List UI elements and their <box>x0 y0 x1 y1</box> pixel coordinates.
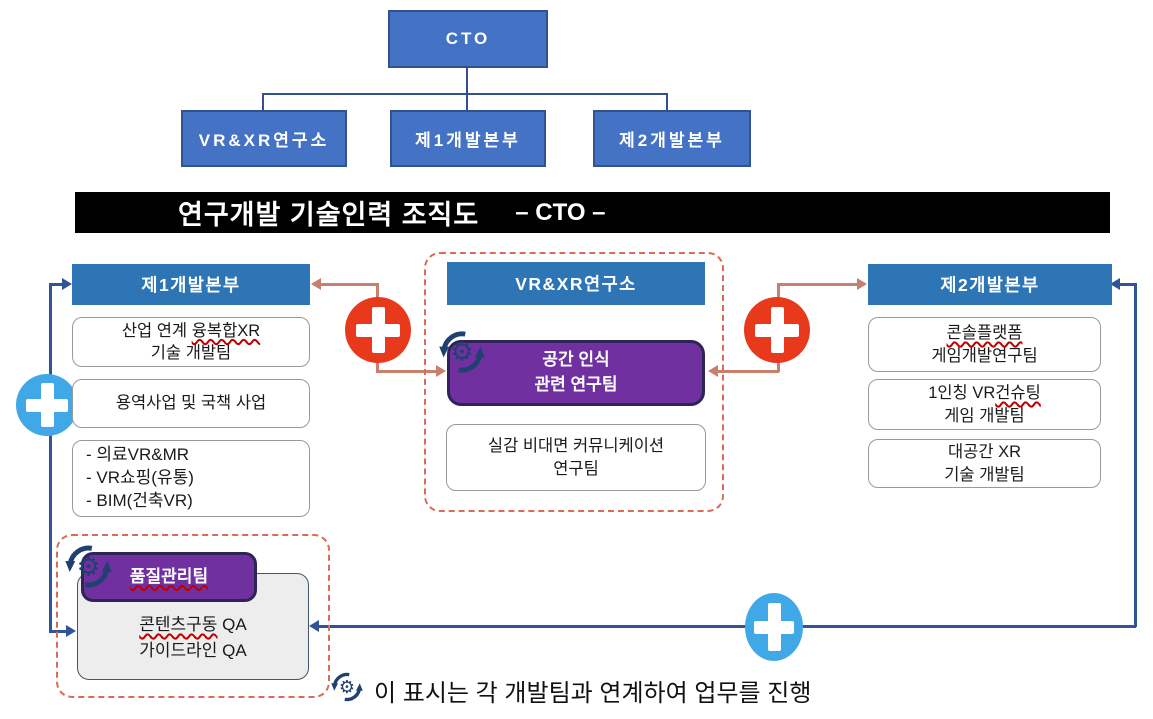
arrow-right-icon <box>66 625 76 637</box>
svg-text:⚙: ⚙ <box>450 338 473 368</box>
qa-dashed-container <box>56 534 330 698</box>
list-item: - 의료VR&MR <box>86 445 190 465</box>
list-item: - VR쇼핑(유통) <box>86 468 194 488</box>
svg-text:⚙: ⚙ <box>77 551 101 582</box>
team-box-line: 용역사업 및 국책 사업 <box>115 394 267 413</box>
connector-line <box>318 625 1136 628</box>
top-dev2-box: 제2개발본부 <box>593 110 751 167</box>
svg-text:⚙: ⚙ <box>339 677 355 698</box>
team-box-line: 대공간 XR <box>947 443 1022 462</box>
connector-line <box>1134 283 1137 627</box>
connector-line <box>49 630 68 633</box>
text-segment: QA <box>217 615 247 634</box>
team-box-line: 산업 연계 융복합XR <box>122 320 260 342</box>
team-box-line: 실감 비대면 커뮤니케이션 <box>487 437 665 456</box>
team-box-line: 1인칭 VR건슈팅 <box>928 382 1041 404</box>
dev1-team-box-1: 산업 연계 융복합XR 기술 개발팀 <box>72 317 310 367</box>
plus-bar <box>40 383 54 427</box>
team-box-line: 게임 개발팀 <box>944 406 1025 425</box>
dev1-header: 제1개발본부 <box>72 264 310 305</box>
section-title-banner: 연구개발 기술인력 조직도 – CTO – <box>75 192 1110 233</box>
spatial-recognition-team-box: 공간 인식 관련 연구팀 <box>447 340 705 406</box>
dev2-header: 제2개발본부 <box>868 264 1112 305</box>
sync-gear-icon: ⚙ <box>436 326 488 378</box>
text-segment-wavy: 콘텐츠구동 <box>139 615 218 634</box>
connector-line <box>466 93 468 112</box>
top-dev1-label: 제1개발본부 <box>415 131 521 150</box>
top-dev1-box: 제1개발본부 <box>390 110 546 167</box>
team-box-line: 기술 개발팀 <box>150 344 232 362</box>
top-dev2-label: 제2개발본부 <box>619 131 725 150</box>
cto-label: CTO <box>445 29 491 48</box>
dev2-team-box-1: 콘솔플랫폼 게임개발연구팀 <box>868 317 1101 372</box>
dev1-team-box-2: 용역사업 및 국책 사업 <box>72 379 310 428</box>
team-box-line: 기술 개발팀 <box>944 465 1025 484</box>
connector-line <box>262 93 264 112</box>
top-vrxr-lab-box: VR&XR연구소 <box>181 110 347 167</box>
quality-team-box: 품질관리팀 <box>81 552 257 602</box>
team-box-line: 연구팀 <box>553 459 599 478</box>
connector-line <box>376 370 437 373</box>
plus-icon-blue <box>745 593 803 661</box>
cto-box: CTO <box>388 10 548 68</box>
connector-line <box>49 283 52 632</box>
plus-icon-red <box>345 297 411 363</box>
dev1-team-box-3: - 의료VR&MR - VR쇼핑(유통) - BIM(건축VR) <box>72 440 310 517</box>
connector-line <box>466 68 468 94</box>
quality-team-label: 품질관리팀 <box>129 566 209 586</box>
arrow-right-icon <box>857 278 867 290</box>
arrow-left-icon <box>708 365 718 377</box>
text-segment-wavy: 건슈팅 <box>995 384 1041 403</box>
banner-subtitle: – CTO – <box>515 198 606 226</box>
list-item: - BIM(건축VR) <box>86 490 193 510</box>
vrxr-lab-header-label: VR&XR연구소 <box>515 274 637 294</box>
text-segment-wavy: 융복합XR <box>191 321 261 340</box>
connector-line <box>779 283 858 286</box>
sync-gear-icon: ⚙ <box>62 540 115 593</box>
dev2-team-box-3: 대공간 XR 기술 개발팀 <box>868 439 1101 488</box>
qa-line: 가이드라인 QA <box>139 640 247 660</box>
dev2-team-box-2: 1인칭 VR건슈팅 게임 개발팀 <box>868 379 1101 430</box>
plus-bar <box>770 306 784 354</box>
vrxr-lab-dashed-container <box>424 252 724 512</box>
dev2-header-label: 제2개발본부 <box>940 275 1040 295</box>
legend-note: 이 표시는 각 개발팀과 연계하여 업무를 진행 <box>374 680 812 707</box>
plus-bar <box>371 306 385 354</box>
sync-gear-icon: ⚙ <box>329 669 365 705</box>
connector-line <box>320 283 378 286</box>
plus-icon-blue <box>16 374 78 436</box>
arrow-right-icon <box>436 365 446 377</box>
plus-icon-red <box>744 297 810 363</box>
vrxr-lab-header: VR&XR연구소 <box>447 262 705 305</box>
team-box-line: 게임개발연구팀 <box>931 346 1038 365</box>
top-vrxr-lab-label: VR&XR연구소 <box>198 131 330 150</box>
connector-line <box>717 370 779 373</box>
text-segment-wavy: 콘솔플랫폼 <box>946 324 1023 343</box>
arrow-left-icon <box>309 620 319 632</box>
arrow-left-icon <box>311 278 321 290</box>
connector-line <box>49 283 64 286</box>
immersive-comm-team-box: 실감 비대면 커뮤니케이션 연구팀 <box>446 424 706 491</box>
team-box-line: 공간 인식 <box>542 350 610 370</box>
banner-title: 연구개발 기술인력 조직도 <box>178 200 480 230</box>
connector-line <box>1120 283 1136 286</box>
connector-line <box>262 93 668 95</box>
text-segment: 1인칭 VR <box>928 384 996 403</box>
arrow-right-icon <box>62 278 72 290</box>
team-box-line: 관련 연구팀 <box>534 375 618 394</box>
dev1-header-label: 제1개발본부 <box>141 275 241 295</box>
text-segment: 산업 연계 <box>121 321 192 340</box>
team-box-line: 콘솔플랫폼 <box>947 322 1023 344</box>
arrow-left-icon <box>1110 278 1120 290</box>
connector-line <box>666 93 668 112</box>
qa-line: 콘텐츠구동 QA <box>139 612 247 638</box>
plus-bar <box>767 603 781 651</box>
